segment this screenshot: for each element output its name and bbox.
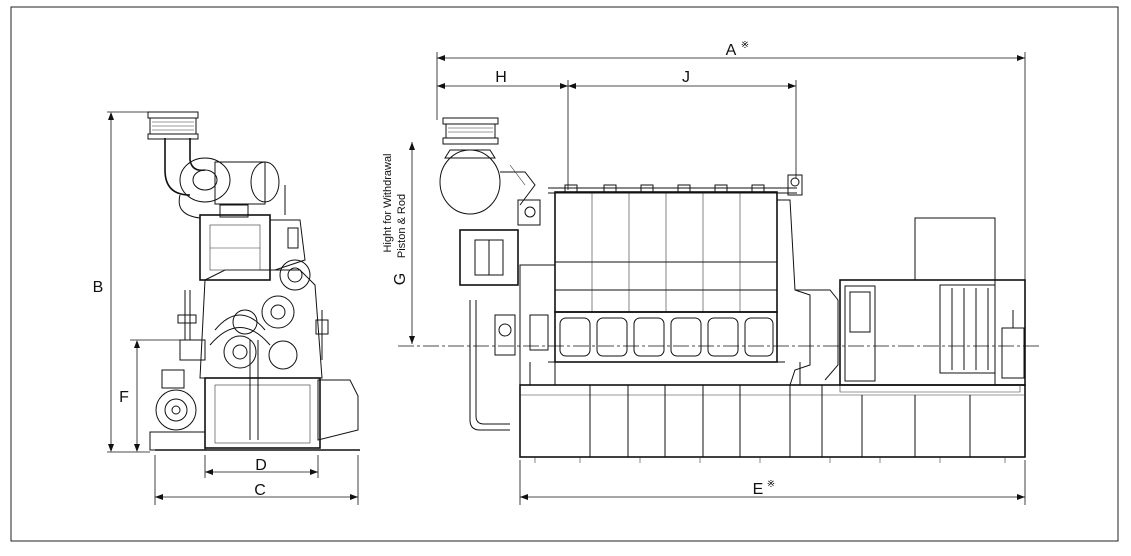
dimension-labels: B F D C A ※ H J E ※ G Hight for Withdraw… bbox=[93, 40, 776, 499]
withdrawal-note-line1: Hight for Withdrawal bbox=[382, 153, 394, 252]
label-f: F bbox=[119, 389, 129, 406]
label-e: E bbox=[753, 481, 764, 498]
label-h: H bbox=[495, 69, 507, 86]
label-a: A bbox=[726, 42, 737, 59]
label-b: B bbox=[93, 279, 104, 296]
side-view-dimensions bbox=[409, 52, 1026, 505]
drawing-border bbox=[10, 6, 1119, 542]
end-view bbox=[147, 111, 360, 451]
withdrawal-note-line2: Piston & Rod bbox=[396, 194, 408, 258]
label-g: G bbox=[392, 273, 409, 285]
label-a-mark: ※ bbox=[741, 40, 749, 51]
label-d: D bbox=[255, 457, 267, 474]
label-j: J bbox=[682, 69, 690, 86]
label-e-mark: ※ bbox=[767, 479, 775, 490]
label-c: C bbox=[254, 482, 266, 499]
end-view-dimensions bbox=[107, 111, 359, 505]
side-view bbox=[398, 117, 1040, 463]
